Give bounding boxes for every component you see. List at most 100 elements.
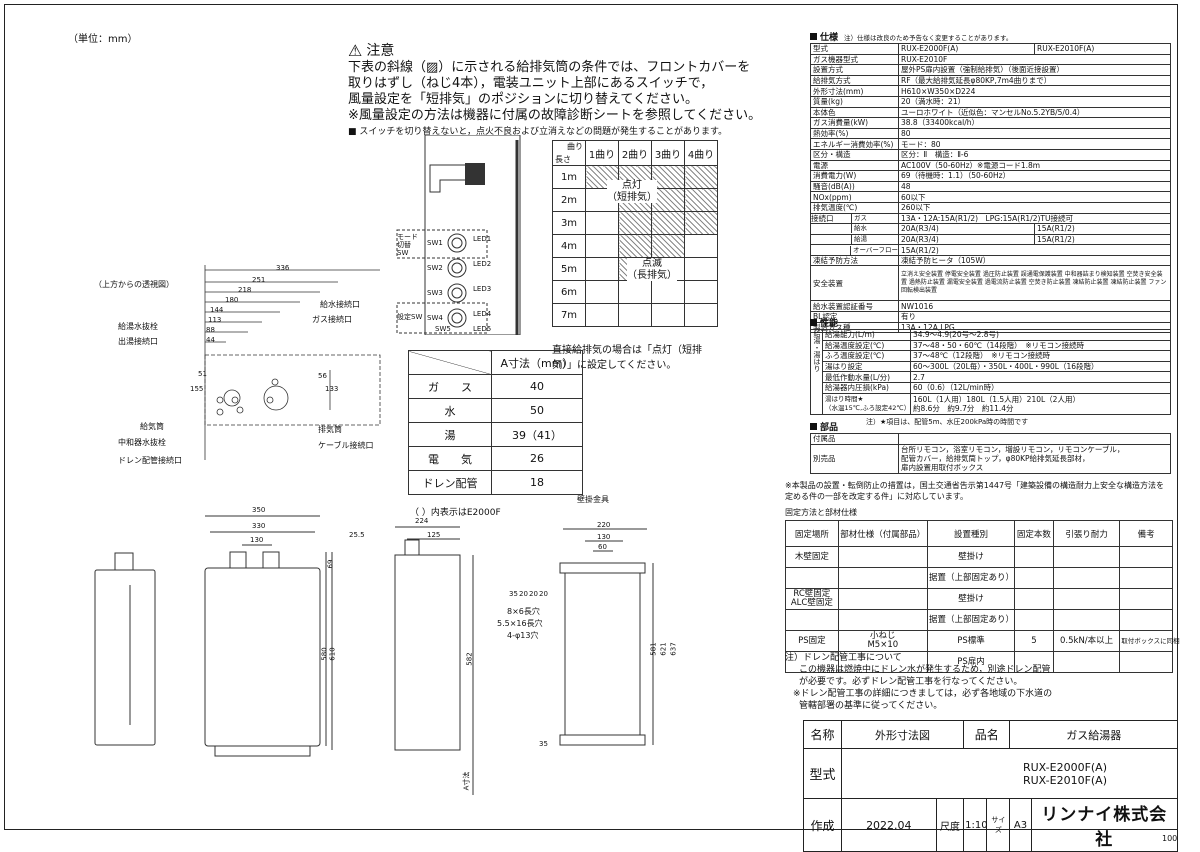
front-view: 350 330 130 580 610 69 xyxy=(190,500,340,770)
spec-label: 本体色 xyxy=(810,106,899,119)
perf-label: ふろ温度設定(℃) xyxy=(822,350,911,362)
perf-row: 湯はり時間★ （水温15℃,ふろ設定42℃）160L（1人用）180L（1.5人… xyxy=(811,392,1171,415)
spec-value: RUX-E2010F xyxy=(898,53,1171,66)
side-dim-582: 582 xyxy=(465,652,474,666)
wall-bracket-view: 壁掛金具 220 130 60 35 20 20 20 35 581 621 6… xyxy=(495,495,685,765)
bend-cell xyxy=(684,257,718,281)
fix-row: 据置（上部固定あり） xyxy=(785,609,1173,631)
bend-row-length: 5m xyxy=(552,257,586,281)
top-dim-113: 113 xyxy=(208,316,222,324)
spec-value: 20A(R3/4) xyxy=(898,233,1035,246)
spec-label: 給排気方式 xyxy=(810,74,899,87)
title-item-value: ガス給湯器 xyxy=(1009,720,1178,749)
fix-row: 据置（上部固定あり） xyxy=(785,567,1173,589)
title-block: 名称 外形寸法図 品名 ガス給湯器 型式 RUX-E2000F(A) RUX-E… xyxy=(803,720,1179,852)
side-a-label: A寸法 xyxy=(462,771,471,791)
side-dim-224: 224 xyxy=(415,517,429,525)
top-dim-44: 44 xyxy=(206,336,215,344)
seismic-note: ※本製品の設置・転倒防止の措置は，国土交通省告示第1447号「建築設備の構造耐力… xyxy=(785,481,1165,501)
perf-label: 湯はり時間★ （水温15℃,ふろ設定42℃） xyxy=(822,392,911,415)
spec-label: 電源 xyxy=(810,159,899,172)
warning-icon: ⚠ xyxy=(348,40,363,60)
fix-header: 固定本数 xyxy=(1013,520,1054,547)
unit-label: （単位：mm） xyxy=(68,34,138,45)
side-dim-125: 125 xyxy=(427,531,441,539)
front-dim-69: 69 xyxy=(326,559,335,569)
spec-value: RUX-E2000F(A) xyxy=(898,43,1035,55)
perf-header: 性能 xyxy=(810,316,1170,329)
spec-value: H610×W350×D224 xyxy=(898,85,1171,97)
fix-cell: 取付ボックスに同梱 xyxy=(1119,630,1180,652)
sw5-label: SW5 xyxy=(435,325,451,333)
label-intake-pipe: 給気筒 xyxy=(140,422,164,431)
front-dim-330: 330 xyxy=(252,522,266,530)
spec-row: 消費電力(W)69（待機時：1.1）（50-60Hz） xyxy=(810,170,1171,182)
fix-row: PS扉内 xyxy=(785,651,1173,673)
top-dim-56: 56 xyxy=(318,372,327,380)
title-item-label: 品名 xyxy=(963,720,1011,749)
bend-cell-hatched xyxy=(618,234,652,258)
perf-row: 給湯器内圧損(kPa)60（0.6）（12L/min時） xyxy=(811,381,1171,394)
spec-value: RUX-E2010F(A) xyxy=(1034,43,1171,55)
a-table-name: ドレン配管 xyxy=(408,470,492,495)
spec-header-note: 注）仕様は改良のため予告なく変更することがあります。 xyxy=(844,34,1013,42)
label-hot-outlet: 出湯接続口 xyxy=(118,337,158,346)
led1-label: LED1 xyxy=(473,235,492,243)
spec-connect-label: オーバーフロー xyxy=(810,244,899,256)
title-model-2: RUX-E2010F(A) xyxy=(1022,773,1107,787)
bend-cell-hatched xyxy=(618,211,652,235)
title-made-label: 作成 xyxy=(803,798,842,852)
top-view-drawing xyxy=(204,265,381,460)
spec-value: 48 xyxy=(898,180,1171,193)
spec-value: 60以下 xyxy=(898,191,1171,203)
top-dim-88: 88 xyxy=(206,326,215,334)
top-dim-51: 51 xyxy=(198,370,207,378)
drain-note-line: ※ドレン配管工事の詳細につきましては，必ず各地域の下水道の xyxy=(793,689,1053,699)
long-exhaust-label: 点滅 （長排気） xyxy=(627,258,677,281)
title-scale: 1:10 xyxy=(963,798,988,852)
sw2-label: SW2 xyxy=(427,264,443,272)
front-dim-580: 580 xyxy=(320,647,329,661)
spec-value: 260以下 xyxy=(898,201,1171,214)
fix-header: 設置種別 xyxy=(926,520,1015,547)
fix-cell xyxy=(1052,609,1121,631)
fix-cell xyxy=(1119,588,1173,610)
fix-cell xyxy=(1052,567,1121,589)
bend-row: 3m xyxy=(552,211,718,235)
bend-cell xyxy=(684,234,718,258)
fix-cell xyxy=(1013,567,1054,589)
fix-cell xyxy=(837,588,928,610)
spec-value: 69（待機時：1.1）（50-60Hz） xyxy=(898,170,1171,182)
spec-label: 質量(kg) xyxy=(810,95,899,108)
top-dim-155: 155 xyxy=(190,385,204,393)
spec-label: ガス消費量(kW) xyxy=(810,117,899,129)
spec-row: 本体色ユーロホワイト（近似色：マンセルNo.5.2YB/5/0.4） xyxy=(810,106,1171,119)
led2-label: LED2 xyxy=(473,260,492,268)
parts-header: 部品 xyxy=(810,420,1170,433)
bend-cell-hatched xyxy=(651,234,685,258)
fix-header: 固定場所 xyxy=(785,520,839,547)
spec-value: モード：80 xyxy=(898,138,1171,150)
spec-row: 熱効率(%)80 xyxy=(810,127,1171,140)
sw1-label: SW1 xyxy=(427,239,443,247)
spec-header: 仕様 xyxy=(810,30,838,43)
perf-row: 給湯・湯はり給湯能力(L/m)34.9～4.9(20号～2.8号) xyxy=(810,329,1171,415)
parts-row: 別売品台所リモコン，浴室リモコン，増設リモコン，リモコンケーブル， 配管カバー，… xyxy=(810,443,1171,474)
parts-table: 付属品別売品台所リモコン，浴室リモコン，増設リモコン，リモコンケーブル， 配管カ… xyxy=(810,433,1171,474)
fix-cell: 壁掛け xyxy=(926,546,1015,568)
bend-cell xyxy=(585,257,619,281)
page-number: 100 xyxy=(1162,834,1178,843)
spec-label: ガス機器型式 xyxy=(810,53,899,66)
bracket-dim-621: 621 xyxy=(659,642,668,656)
spec-row: 安全装置立消え安全装置 停電安全装置 過圧防止装置 誤通電保護装置 中和器詰まり… xyxy=(810,265,1171,302)
spec-value: 80 xyxy=(898,127,1171,140)
spec-label: 排気温度(℃) xyxy=(810,201,899,214)
spec-label: 区分・構造 xyxy=(810,148,899,161)
